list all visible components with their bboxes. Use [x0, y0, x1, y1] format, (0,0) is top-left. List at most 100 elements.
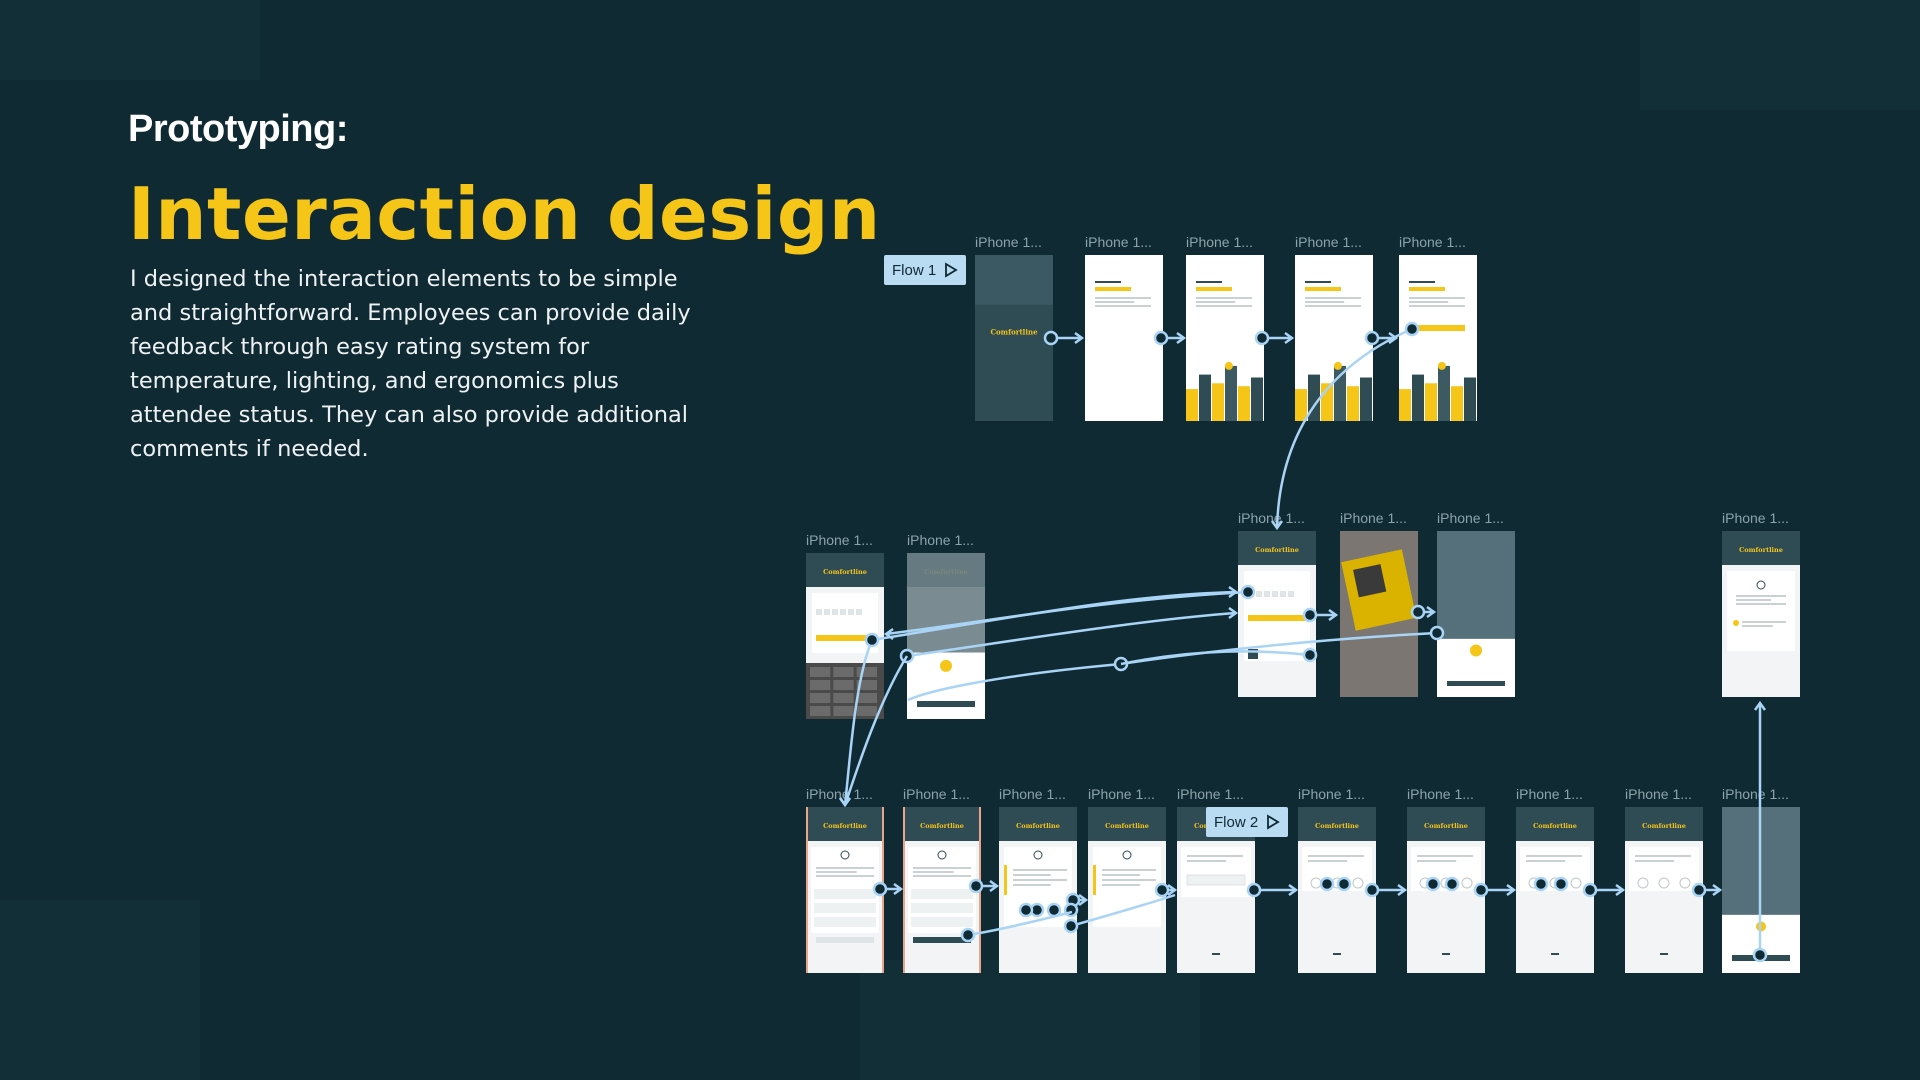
hotspot-node[interactable] — [1425, 876, 1441, 892]
hotspot-node[interactable] — [968, 878, 984, 894]
hotspot-node[interactable] — [1752, 947, 1768, 963]
hotspot-node[interactable] — [1473, 882, 1489, 898]
hotspot-node[interactable] — [1240, 584, 1256, 600]
code-digit-box[interactable] — [1264, 591, 1270, 597]
code-digit-box[interactable] — [1256, 591, 1262, 597]
continue-button[interactable] — [917, 701, 975, 707]
iphone-frame[interactable] — [1085, 255, 1163, 421]
code-digit-box[interactable] — [840, 609, 846, 615]
code-digit-box[interactable] — [824, 609, 830, 615]
keypad-key[interactable] — [810, 693, 831, 703]
iphone-frame[interactable]: Comfortline — [1437, 531, 1515, 697]
iphone-frame[interactable]: Comfortline — [1625, 807, 1703, 973]
prototype-connector[interactable] — [843, 639, 874, 806]
rating-row[interactable] — [814, 903, 876, 913]
hotspot-node[interactable] — [1444, 876, 1460, 892]
rating-row[interactable] — [911, 903, 973, 913]
keypad-key[interactable] — [833, 706, 854, 716]
keypad-key[interactable] — [856, 706, 877, 716]
hotspot-node[interactable] — [1533, 876, 1549, 892]
rating-row[interactable] — [814, 917, 876, 927]
code-digit-box[interactable] — [1272, 591, 1278, 597]
hotspot-node[interactable] — [1254, 330, 1270, 346]
emoji-rating-option[interactable] — [1352, 877, 1364, 889]
hotspot-node[interactable] — [1364, 882, 1380, 898]
prototype-connector[interactable] — [906, 611, 1237, 658]
send-button[interactable] — [816, 937, 874, 943]
hotspot-node[interactable] — [1018, 902, 1034, 918]
iphone-frame[interactable]: Comfortline — [975, 255, 1053, 421]
hotspot-node[interactable] — [1043, 330, 1059, 346]
code-digit-box[interactable] — [856, 609, 862, 615]
iphone-frame[interactable]: Comfortline — [806, 807, 884, 973]
hotspot-node[interactable] — [1410, 604, 1426, 620]
iphone-frame[interactable]: Comfortline — [1516, 807, 1594, 973]
hotspot-node[interactable] — [1154, 882, 1170, 898]
prototype-connector[interactable] — [967, 910, 1073, 937]
emoji-rating-option[interactable] — [1679, 877, 1691, 889]
code-digit-box[interactable] — [1288, 591, 1294, 597]
hotspot-node[interactable] — [960, 927, 976, 943]
iphone-frame[interactable]: Comfortline — [903, 807, 981, 973]
prototype-connector[interactable] — [1120, 650, 1311, 666]
iphone-frame[interactable]: Comfortline — [907, 553, 985, 719]
keypad-key[interactable] — [856, 680, 877, 690]
code-digit-box[interactable] — [848, 609, 854, 615]
keypad-key[interactable] — [833, 693, 854, 703]
emoji-rating-option[interactable] — [1570, 877, 1582, 889]
iphone-frame[interactable] — [1399, 255, 1477, 421]
iphone-frame[interactable]: Comfortline — [806, 553, 884, 719]
iphone-frame[interactable] — [1295, 255, 1373, 421]
iphone-frame[interactable]: Comfortline — [1340, 531, 1418, 697]
prototype-connector[interactable] — [1070, 893, 1176, 928]
flow-tag-1[interactable]: Flow 1 — [884, 255, 967, 285]
hotspot-node[interactable] — [1553, 876, 1569, 892]
emoji-rating-option[interactable] — [1461, 877, 1473, 889]
emoji-rating-option[interactable] — [1310, 877, 1322, 889]
iphone-frame[interactable]: Comfortline — [1407, 807, 1485, 973]
code-digit-box[interactable] — [816, 609, 822, 615]
code-digit-box[interactable] — [832, 609, 838, 615]
iphone-frame[interactable]: Comfortline — [1298, 807, 1376, 973]
keypad-key[interactable] — [833, 680, 854, 690]
hotspot-node[interactable] — [1691, 882, 1707, 898]
prototype-connector[interactable] — [885, 590, 1249, 636]
rating-row[interactable] — [911, 917, 973, 927]
submit-button[interactable] — [1248, 615, 1306, 621]
hotspot-node[interactable] — [872, 881, 888, 897]
keypad-key[interactable] — [856, 667, 877, 677]
iphone-frame[interactable]: Comfortline — [1088, 807, 1166, 973]
rating-row[interactable] — [814, 889, 876, 899]
hotspot-node[interactable] — [864, 632, 880, 648]
keypad-key[interactable] — [810, 680, 831, 690]
iphone-frame[interactable]: Comfortline — [1722, 531, 1800, 697]
get-started-button[interactable] — [1411, 325, 1465, 331]
hotspot-node[interactable] — [1302, 647, 1318, 663]
submit-button[interactable] — [816, 635, 874, 641]
comment-input[interactable] — [1186, 874, 1246, 886]
rating-row[interactable] — [911, 889, 973, 899]
hotspot-node[interactable] — [1364, 330, 1380, 346]
hotspot-node[interactable] — [1246, 882, 1262, 898]
prototype-connector[interactable] — [843, 655, 909, 806]
keypad-key[interactable] — [810, 706, 831, 716]
keypad-key[interactable] — [833, 667, 854, 677]
hotspot-node[interactable] — [1336, 876, 1352, 892]
qr-icon[interactable] — [1248, 649, 1258, 659]
emoji-rating-option[interactable] — [1637, 877, 1649, 889]
hotspot-node[interactable] — [1063, 918, 1079, 934]
prototype-connector[interactable] — [1275, 327, 1413, 529]
flow-tag-2[interactable]: Flow 2 — [1206, 807, 1289, 837]
hotspot-node[interactable] — [1153, 330, 1169, 346]
hotspot-node[interactable] — [1319, 876, 1335, 892]
iphone-frame[interactable]: Comfortline — [999, 807, 1077, 973]
keypad-key[interactable] — [810, 667, 831, 677]
hotspot-node[interactable] — [1404, 321, 1420, 337]
hotspot-node[interactable] — [1429, 625, 1445, 641]
keypad-key[interactable] — [856, 693, 877, 703]
send-button[interactable] — [913, 937, 971, 943]
code-digit-box[interactable] — [1280, 591, 1286, 597]
hotspot-node[interactable] — [1582, 882, 1598, 898]
continue-button[interactable] — [1447, 681, 1505, 686]
emoji-rating-option[interactable] — [1658, 877, 1670, 889]
